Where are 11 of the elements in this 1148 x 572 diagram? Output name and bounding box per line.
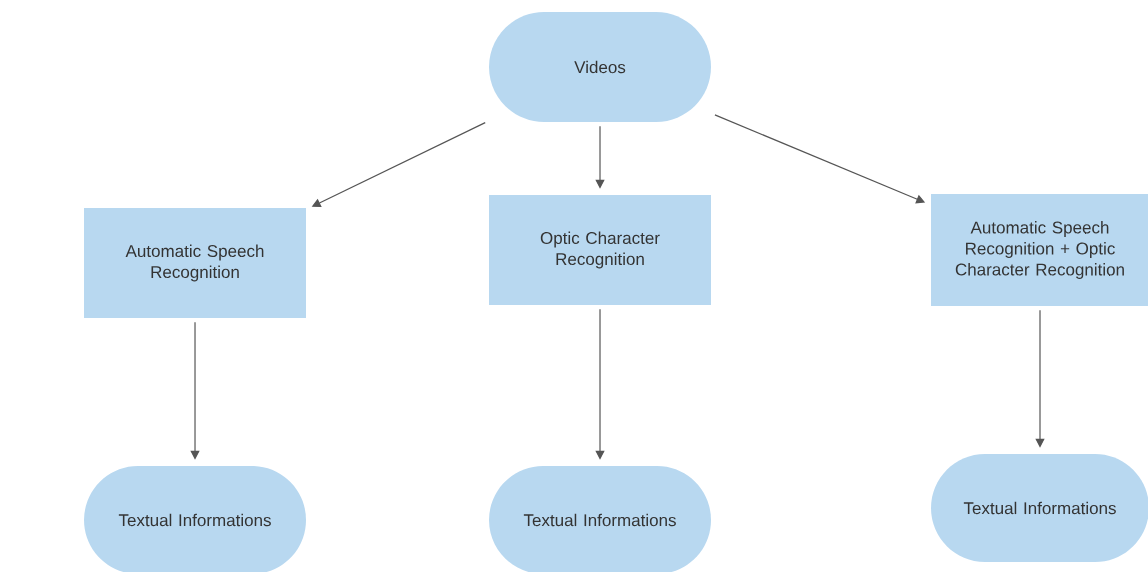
arrow (595, 125, 605, 189)
terminal-pill: Textual Informations (84, 466, 306, 572)
arrow (595, 308, 605, 460)
terminal-pill: Textual Informations (931, 454, 1148, 562)
process-box: Automatic Speech Recognition + Optic Character Recognition (931, 194, 1148, 306)
process-box: Optic Character Recognition (489, 195, 711, 305)
terminal-pill: Videos (489, 12, 711, 122)
process-box: Automatic Speech Recognition (84, 208, 306, 318)
terminal-pill: Textual Informations (489, 466, 711, 572)
arrow (1035, 309, 1045, 448)
arrow (190, 321, 200, 460)
